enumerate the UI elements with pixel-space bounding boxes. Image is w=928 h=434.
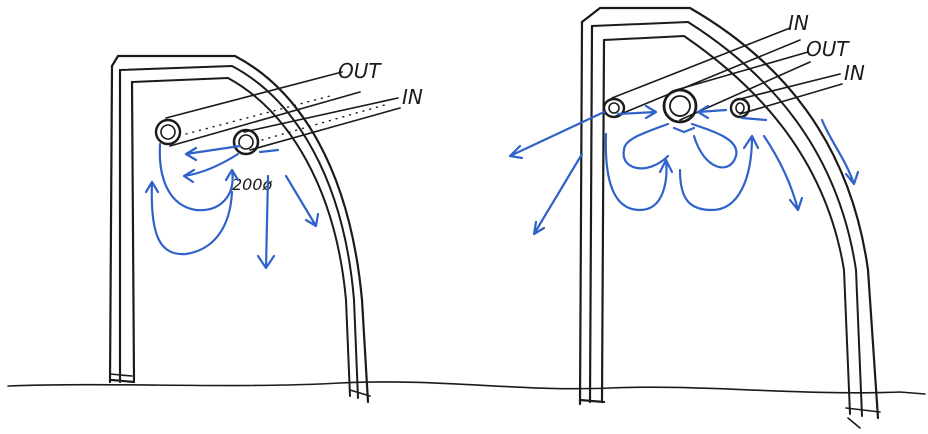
airflow-arrow <box>146 182 232 254</box>
left-label-out: OUT <box>338 59 382 83</box>
left-hall-roof <box>112 56 368 402</box>
left-duct-in <box>244 98 400 150</box>
left-hall-section: OUT IN 200ø <box>110 56 423 402</box>
right-duct-in-top <box>612 28 800 116</box>
airflow-arrow <box>260 150 278 152</box>
right-label-in-top: IN <box>788 11 809 35</box>
right-hall-base-marks <box>846 408 880 428</box>
right-label-in-bottom: IN <box>844 61 865 85</box>
airflow-arrow <box>692 124 736 167</box>
airflow-arrow <box>534 154 582 234</box>
airflow-arrow <box>680 136 758 210</box>
airflow-arrow <box>510 112 604 158</box>
airflow-arrow <box>674 128 694 132</box>
left-inlet-diffuser <box>234 130 258 154</box>
right-label-out: OUT <box>806 37 850 61</box>
airflow-arrow <box>624 124 668 168</box>
right-hall-section: IN OUT IN <box>510 8 880 428</box>
airflow-arrow <box>698 106 726 118</box>
right-hall-wall <box>580 22 604 404</box>
left-outlet-diffuser <box>156 120 180 144</box>
left-label-diffuser-size: 200ø <box>232 175 273 194</box>
airflow-arrow <box>160 144 238 210</box>
right-hall-roof-inner <box>592 22 862 416</box>
left-duct-out <box>166 72 360 146</box>
left-airflow-arrows <box>146 144 318 268</box>
airflow-arrow <box>286 176 318 226</box>
right-airflow-arrows <box>510 106 858 234</box>
right-duct-in-bottom <box>736 74 842 114</box>
airflow-arrow <box>606 134 672 210</box>
airflow-arrow <box>742 118 766 120</box>
ground-line <box>8 382 925 394</box>
right-outlet-diffuser-center <box>664 90 696 122</box>
left-label-in: IN <box>402 85 423 109</box>
left-hall-wall <box>110 66 134 382</box>
